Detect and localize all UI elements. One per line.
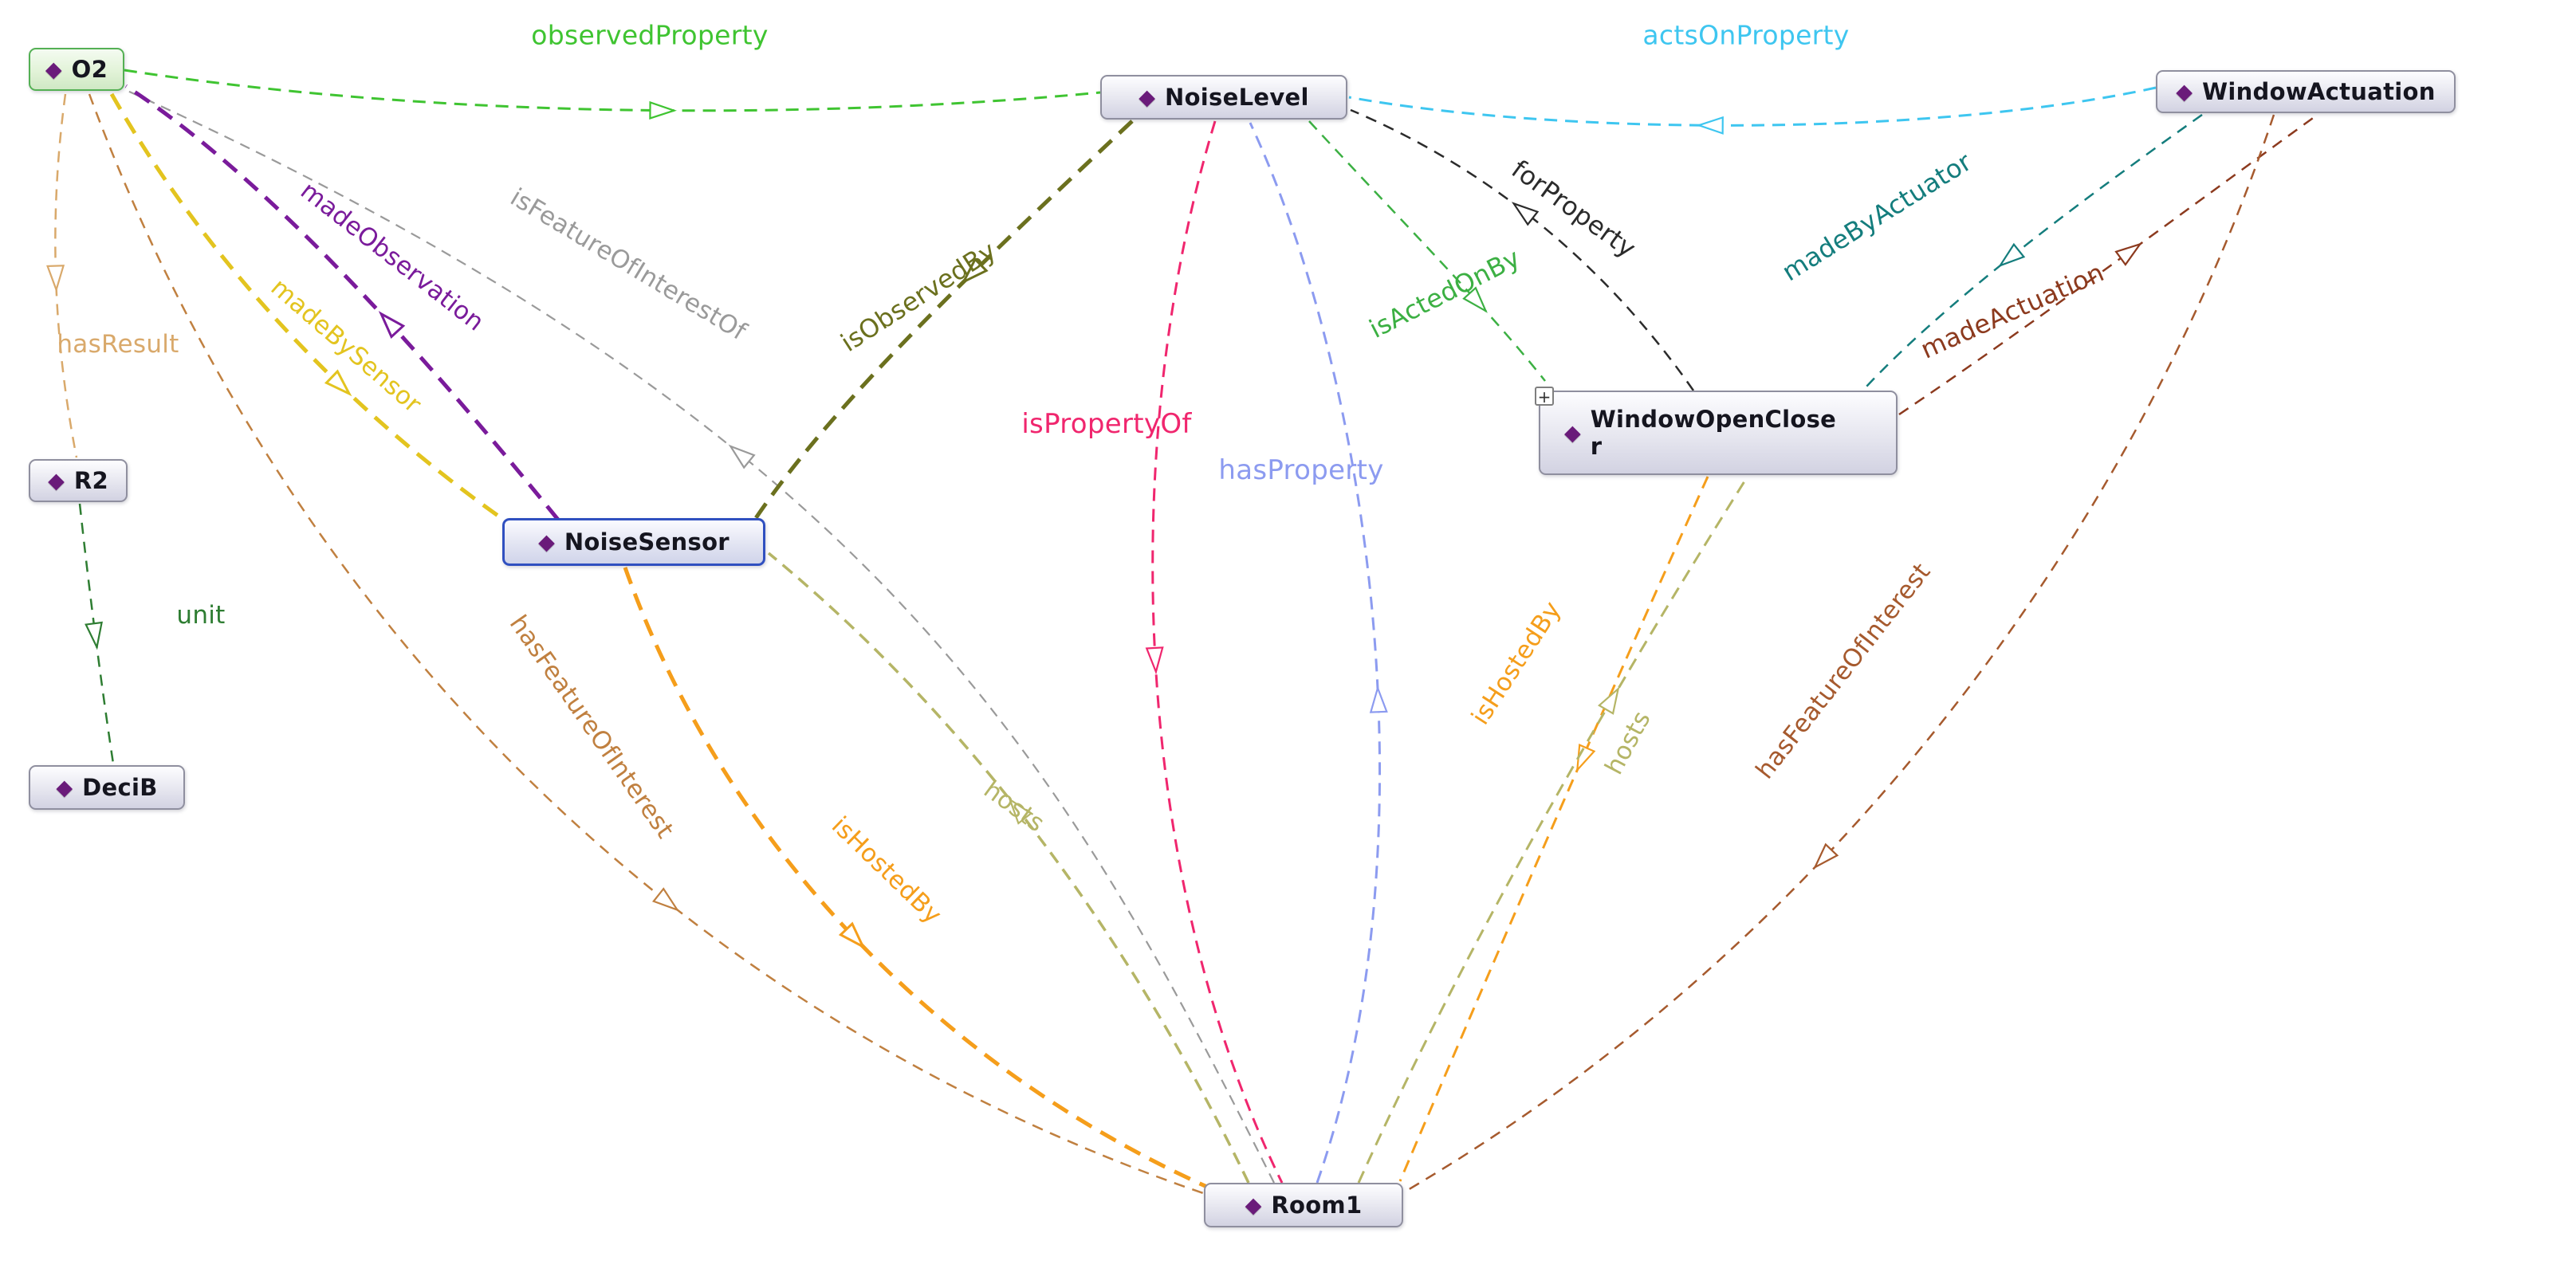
class-diamond-icon: ◆ (48, 468, 65, 493)
arrowhead-isPropertyOf (1145, 646, 1164, 675)
node-label: NoiseSensor (564, 528, 730, 556)
edge-madeBySensor[interactable] (109, 92, 517, 530)
edge-label-unit: unit (176, 601, 226, 630)
node-label: WindowActuation (2202, 77, 2436, 105)
node-NoiseSensor[interactable]: ◆ NoiseSensor (502, 518, 765, 566)
node-Room1[interactable]: ◆ Room1 (1204, 1183, 1403, 1227)
arrowhead-hasResult (46, 265, 65, 293)
arrowhead-madeByActuator (1998, 242, 2026, 268)
node-label: Room1 (1271, 1191, 1363, 1219)
edge-hasFeatureOfInterest_left[interactable] (88, 93, 1206, 1196)
node-label: NoiseLevel (1165, 83, 1309, 111)
class-diamond-icon: ◆ (1564, 420, 1581, 446)
edge-hosts_left[interactable] (767, 552, 1250, 1184)
class-diamond-icon: ◆ (56, 775, 73, 800)
arrowhead-madeObservation (378, 311, 406, 340)
edge-observedProperty[interactable] (124, 69, 1101, 112)
arrowhead-madeActuation (2114, 242, 2143, 266)
node-label: R2 (73, 466, 108, 494)
node-label: DeciB (82, 773, 158, 801)
edge-hasFeatureOfInterest_right[interactable] (1406, 114, 2275, 1192)
edge-madeObservation[interactable] (124, 84, 560, 521)
arrowhead-forProperty (1511, 202, 1540, 226)
edge-label-actsOnProperty: actsOnProperty (1642, 19, 1850, 51)
edge-isHostedBy_right[interactable] (1398, 476, 1709, 1182)
arrowhead-hasProperty (1369, 685, 1388, 713)
node-DeciB[interactable]: ◆ DeciB (29, 765, 185, 810)
edge-isObservedBy[interactable] (753, 120, 1134, 520)
arrowhead-hasFeatureOfInterest_left (651, 887, 680, 912)
class-diamond-icon: ◆ (538, 529, 555, 555)
arrowhead-madeBySensor (324, 369, 352, 397)
node-WindowActuation[interactable]: ◆ WindowActuation (2156, 70, 2456, 113)
arrowhead-actsOnProperty (1696, 116, 1724, 135)
node-O2[interactable]: ◆ O2 (29, 48, 124, 91)
arrowhead-hosts_left (1008, 797, 1032, 825)
edge-isActedOnBy[interactable] (1308, 120, 1546, 382)
edge-hasProperty[interactable] (1249, 122, 1382, 1184)
arrowhead-isHostedBy_left (838, 921, 866, 950)
edge-forProperty[interactable] (1350, 108, 1695, 391)
edge-hosts_right[interactable] (1357, 481, 1746, 1184)
arrowhead-isObservedBy (961, 257, 989, 285)
node-R2[interactable]: ◆ R2 (29, 459, 128, 502)
arrowhead-hosts_right (1597, 686, 1620, 715)
edge-label-hasResult: hasResult (57, 330, 179, 359)
arrowhead-observedProperty (649, 100, 677, 120)
edge-actsOnProperty[interactable] (1348, 86, 2157, 127)
class-diamond-icon: ◆ (1245, 1192, 1262, 1218)
edge-label-isPropertyOf: isPropertyOf (1021, 408, 1192, 440)
edge-label-observedProperty: observedProperty (531, 19, 769, 51)
arrowhead-isFeatureOfInterestOf (728, 444, 756, 469)
edge-label-hasProperty: hasProperty (1218, 454, 1384, 486)
arrowhead-isActedOnBy (1462, 286, 1488, 313)
expand-icon[interactable]: + (1535, 387, 1554, 406)
arrowhead-unit (85, 621, 103, 650)
node-NoiseLevel[interactable]: ◆ NoiseLevel (1100, 75, 1347, 120)
edge-madeActuation[interactable] (1898, 115, 2316, 416)
class-diamond-icon: ◆ (45, 57, 62, 82)
node-label: O2 (71, 55, 108, 83)
edge-isHostedBy_left[interactable] (623, 567, 1210, 1190)
class-diamond-icon: ◆ (1139, 84, 1156, 110)
edge-isFeatureOfInterestOf[interactable] (127, 89, 1275, 1184)
class-diamond-icon: ◆ (2176, 79, 2193, 104)
arrowhead-hasFeatureOfInterest_right (1813, 842, 1839, 870)
